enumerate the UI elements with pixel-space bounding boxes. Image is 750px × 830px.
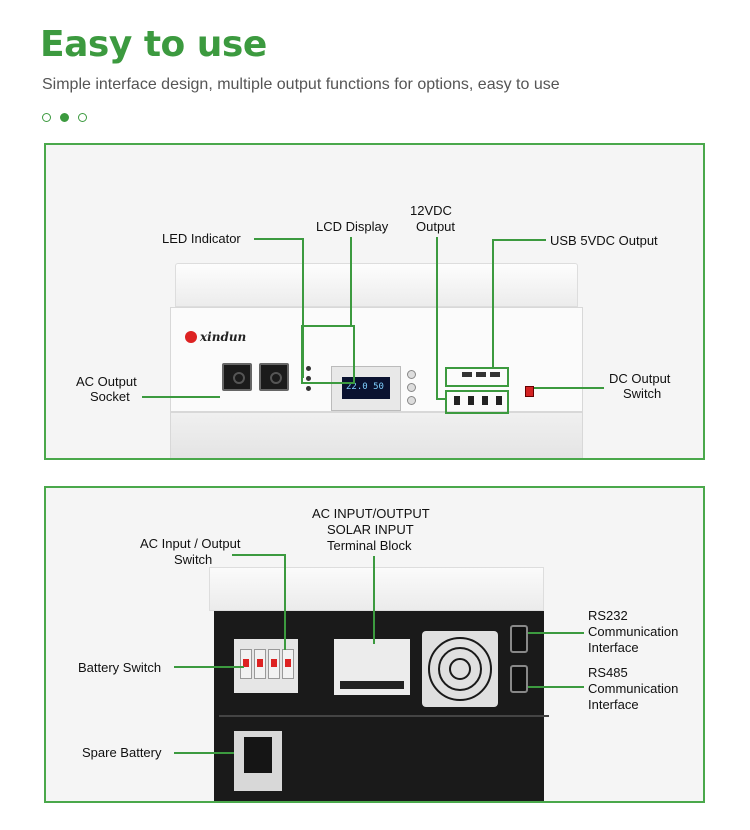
label-terminal-line1: AC INPUT/OUTPUT <box>312 506 430 521</box>
label-ac-socket-line1: AC Output <box>76 374 137 389</box>
carousel-dot-1[interactable] <box>42 113 51 122</box>
callout-ac-switch-v <box>284 554 286 650</box>
label-rs232-line1: RS232 <box>588 608 628 623</box>
ac-socket-1 <box>222 363 252 391</box>
label-dc-switch-line2: Switch <box>623 386 662 401</box>
breaker-3 <box>268 649 280 679</box>
label-12vdc-line2: Output <box>416 219 456 234</box>
callout-usb-h <box>492 239 546 241</box>
dc-output-switch <box>525 386 534 397</box>
page-title: Easy to use <box>40 24 267 65</box>
inverter-back-unit <box>209 567 549 801</box>
callout-rs232 <box>528 632 584 634</box>
callout-led-v <box>302 238 304 378</box>
page-subtitle: Simple interface design, multiple output… <box>42 76 560 93</box>
label-ac-socket-line2: Socket <box>90 389 130 404</box>
fan-ring-mid <box>438 647 482 691</box>
label-rs232-line3: Interface <box>588 640 639 655</box>
label-usb-output: USB 5VDC Output <box>550 233 658 248</box>
callout-led-h <box>254 238 303 240</box>
unit-back-face <box>214 611 549 801</box>
lcd-button-3 <box>407 396 416 405</box>
terminal-strip <box>340 681 404 689</box>
usb-port-1 <box>462 372 472 377</box>
usb-port-3 <box>490 372 500 377</box>
callout-ac-switch-h <box>232 554 284 556</box>
callout-battery-switch <box>174 666 244 668</box>
front-panel-illustration: xindun 22.0 50 <box>44 143 705 460</box>
dc-port-4 <box>496 396 502 405</box>
breaker-4 <box>282 649 294 679</box>
breaker-plate <box>234 639 298 693</box>
brand-mark-icon <box>185 331 197 343</box>
callout-lcd-v <box>350 237 352 325</box>
unit-top-cover <box>175 263 578 307</box>
callout-rs485 <box>528 686 584 688</box>
fan-ring-inner <box>449 658 471 680</box>
callout-spare-battery <box>174 752 234 754</box>
inverter-front-unit: xindun 22.0 50 <box>170 263 583 458</box>
callout-12v-v <box>436 237 438 400</box>
spare-battery-plate <box>234 731 282 791</box>
lcd-highlight-box <box>301 325 355 384</box>
led-light-1 <box>306 366 311 371</box>
lcd-button-2 <box>407 383 416 392</box>
unit-divider <box>219 715 549 717</box>
carousel-dots <box>42 113 87 122</box>
lcd-reading: 22.0 50 <box>346 382 384 392</box>
usb-highlight-box <box>445 367 509 387</box>
dc-highlight-box <box>445 390 509 414</box>
label-lcd-display: LCD Display <box>316 219 389 234</box>
label-rs485-line3: Interface <box>588 697 639 712</box>
cooling-fan-icon <box>422 631 498 707</box>
lcd-button-1 <box>407 370 416 379</box>
led-light-3 <box>306 386 311 391</box>
label-terminal-line3: Terminal Block <box>327 538 412 553</box>
label-rs485-line1: RS485 <box>588 665 628 680</box>
label-dc-switch-line1: DC Output <box>609 371 671 386</box>
breaker-1 <box>240 649 252 679</box>
callout-dc-switch <box>534 387 604 389</box>
ac-socket-2 <box>259 363 289 391</box>
unit-back-top <box>209 567 544 611</box>
label-spare-battery: Spare Battery <box>82 745 162 760</box>
callout-terminal-v <box>373 556 375 644</box>
dc-port-1 <box>454 396 460 405</box>
label-battery-switch: Battery Switch <box>78 660 162 675</box>
label-12vdc-line1: 12VDC <box>410 203 452 218</box>
unit-lower-section <box>170 412 583 458</box>
back-panel-illustration: AC INPUT/OUTPUT SOLAR INPUT Terminal Blo… <box>44 486 705 803</box>
carousel-dot-2[interactable] <box>60 113 69 122</box>
fan-ring-outer <box>428 637 492 701</box>
callout-ac-socket <box>142 396 220 398</box>
label-ac-switch-line2: Switch <box>174 552 213 567</box>
spare-battery-connector <box>244 737 272 773</box>
callout-12v-h <box>436 398 446 400</box>
terminal-block <box>334 639 410 695</box>
unit-front-face: xindun 22.0 50 <box>170 307 583 412</box>
rs485-port <box>510 665 528 693</box>
usb-port-2 <box>476 372 486 377</box>
label-terminal-line2: SOLAR INPUT <box>327 522 414 537</box>
callout-usb-v <box>492 239 494 367</box>
breaker-2 <box>254 649 266 679</box>
label-rs485-line2: Communication <box>588 681 679 696</box>
dc-port-2 <box>468 396 474 405</box>
rs232-port <box>510 625 528 653</box>
dc-port-3 <box>482 396 488 405</box>
label-ac-switch-line1: AC Input / Output <box>140 536 241 551</box>
led-light-2 <box>306 376 311 381</box>
brand-logo: xindun <box>185 330 246 344</box>
label-led-indicator: LED Indicator <box>162 231 241 246</box>
carousel-dot-3[interactable] <box>78 113 87 122</box>
brand-name: xindun <box>200 330 247 344</box>
label-rs232-line2: Communication <box>588 624 679 639</box>
